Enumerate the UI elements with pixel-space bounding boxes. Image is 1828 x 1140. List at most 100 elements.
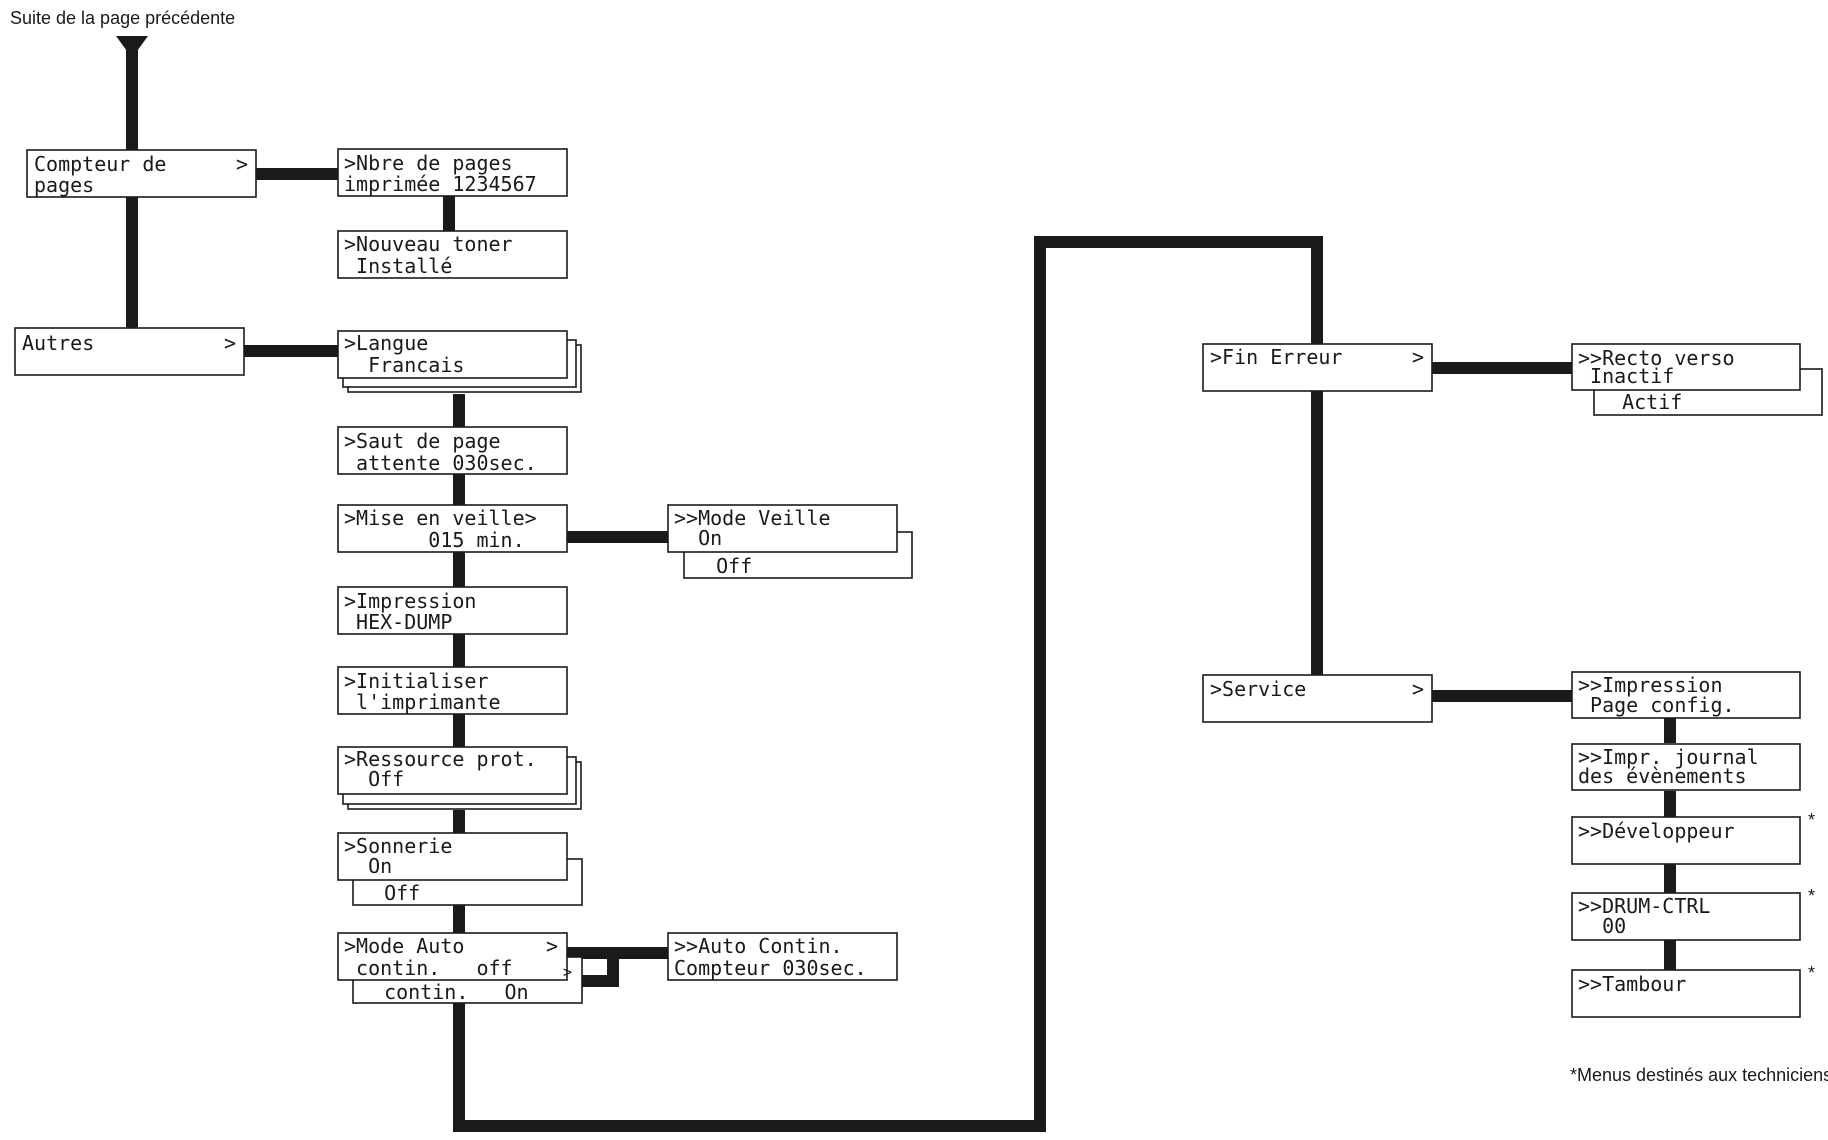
service-box	[1202, 674, 1433, 723]
fin-erreur-line1: >Fin Erreur	[1210, 345, 1342, 369]
connector-compteur-nbre	[255, 168, 339, 180]
connector-loop-down	[453, 1003, 465, 1132]
connector-veille	[566, 531, 669, 543]
autres-line1: Autres	[22, 331, 94, 355]
mise-veille-line2: 015 min.	[344, 528, 525, 552]
compteur-line2: pages	[34, 173, 94, 197]
service-arrow: >	[1412, 677, 1424, 701]
mode-auto-arrow: >	[546, 934, 558, 958]
menu-boxes	[14, 148, 1823, 1018]
initialiser-line2: l'imprimante	[344, 690, 501, 714]
mode-auto-alt-arrow: >	[563, 963, 572, 981]
saut-page-line2: attente 030sec.	[344, 451, 537, 475]
connector-entry-trunk	[126, 50, 138, 150]
drum-ctrl-line2: 00	[1578, 914, 1626, 938]
recto-verso-line2: Inactif	[1578, 364, 1674, 388]
continuation-label: Suite de la page précédente	[10, 8, 235, 28]
mode-auto-box	[337, 932, 568, 981]
mode-veille-alt: Off	[692, 554, 752, 578]
impression-hex-box	[337, 586, 568, 635]
impression-config-line2: Page config.	[1578, 693, 1735, 717]
recto-verso-alt: Actif	[1598, 390, 1682, 414]
impr-journal-line2: des évènements	[1578, 764, 1747, 788]
developpeur-asterisk: *	[1808, 810, 1815, 830]
down-arrow-icon	[116, 36, 148, 58]
mise-veille-line1: >Mise en veille>	[344, 506, 537, 530]
fin-erreur-arrow: >	[1412, 345, 1424, 369]
ressource-line2: Off	[344, 767, 404, 791]
initialiser-box	[337, 666, 568, 715]
connector-loop-up	[1034, 236, 1046, 1132]
connector-service-impr	[1430, 690, 1572, 702]
impression-hex-line1: >Impression	[344, 589, 476, 613]
connector-autres-langue	[243, 345, 340, 357]
sonnerie-line1: >Sonnerie	[344, 834, 452, 858]
connector-chain-2	[453, 474, 465, 505]
nouveau-toner-line2: Installé	[344, 254, 452, 278]
impression-hex-line2: HEX-DUMP	[344, 610, 452, 634]
auto-contin-line1: >>Auto Contin.	[674, 934, 843, 958]
ressource-box	[337, 746, 568, 795]
compteur-box	[26, 149, 257, 198]
impr-journal-box	[1571, 743, 1801, 791]
langue-line1: >Langue	[344, 331, 428, 355]
sonnerie-box	[337, 832, 568, 881]
recto-verso-box	[1571, 343, 1801, 391]
autres-box	[14, 327, 245, 376]
compteur-line1: Compteur de	[34, 152, 166, 176]
nouveau-toner-box	[337, 230, 568, 279]
impression-config-line1: >>Impression	[1578, 673, 1723, 697]
footnote-text: *Menus destinés aux techniciens	[1570, 1065, 1828, 1085]
connector-right-4	[1664, 940, 1676, 970]
nbre-pages-line2: imprimée 1234567	[344, 172, 537, 196]
auto-contin-line2: Compteur 030sec.	[674, 956, 867, 980]
connector-lines	[116, 36, 1676, 1132]
mode-veille-line1: >>Mode Veille	[674, 506, 831, 530]
connector-right-1	[1664, 718, 1676, 743]
langue-line2: Francais	[344, 353, 464, 377]
ressource-line1: >Ressource prot.	[344, 747, 537, 771]
mise-veille-box	[337, 504, 568, 553]
langue-box	[337, 330, 568, 379]
recto-verso-line1: >>Recto verso	[1578, 346, 1735, 370]
connector-nbre-toner	[443, 195, 455, 232]
connector-fin-service	[1311, 391, 1323, 675]
nouveau-toner-line1: >Nouveau toner	[344, 232, 513, 256]
nbre-pages-box	[337, 148, 568, 197]
connector-chain-1	[453, 394, 465, 427]
connector-chain-7	[453, 904, 465, 933]
connector-chain-5	[453, 714, 465, 747]
connector-loop-top	[1034, 236, 1323, 248]
initialiser-line1: >Initialiser	[344, 669, 489, 693]
nbre-pages-line1: >Nbre de pages	[344, 151, 513, 175]
developpeur-box	[1571, 816, 1801, 865]
connector-right-3	[1664, 864, 1676, 893]
connector-chain-3	[453, 552, 465, 587]
mode-veille-box	[667, 504, 898, 553]
sonnerie-line2: On	[344, 854, 392, 878]
connector-right-2	[1664, 791, 1676, 817]
autres-arrow: >	[224, 331, 236, 355]
compteur-arrow: >	[236, 152, 248, 176]
mode-auto-line2: contin. off	[344, 956, 513, 980]
auto-contin-box	[667, 932, 898, 981]
mode-veille-line2: On	[674, 526, 722, 550]
mode-auto-line1: >Mode Auto	[344, 934, 464, 958]
connector-chain-4	[453, 634, 465, 667]
connector-loop-to-fin	[1311, 236, 1323, 344]
drum-ctrl-asterisk: *	[1808, 886, 1815, 906]
connector-chain-6	[453, 810, 465, 834]
connector-auto-loop-h	[582, 975, 619, 987]
tambour-asterisk: *	[1808, 963, 1815, 983]
drum-ctrl-box	[1571, 892, 1801, 941]
drum-ctrl-line1: >>DRUM-CTRL	[1578, 894, 1710, 918]
saut-page-box	[337, 426, 568, 475]
fin-erreur-box	[1202, 343, 1433, 392]
connector-loop-bottom	[453, 1120, 1046, 1132]
service-line1: >Service	[1210, 677, 1306, 701]
mode-auto-alt: contin. On	[360, 980, 529, 1004]
tambour-line1: >>Tambour	[1578, 972, 1686, 996]
developpeur-line1: >>Développeur	[1578, 819, 1735, 843]
saut-page-line1: >Saut de page	[344, 429, 501, 453]
